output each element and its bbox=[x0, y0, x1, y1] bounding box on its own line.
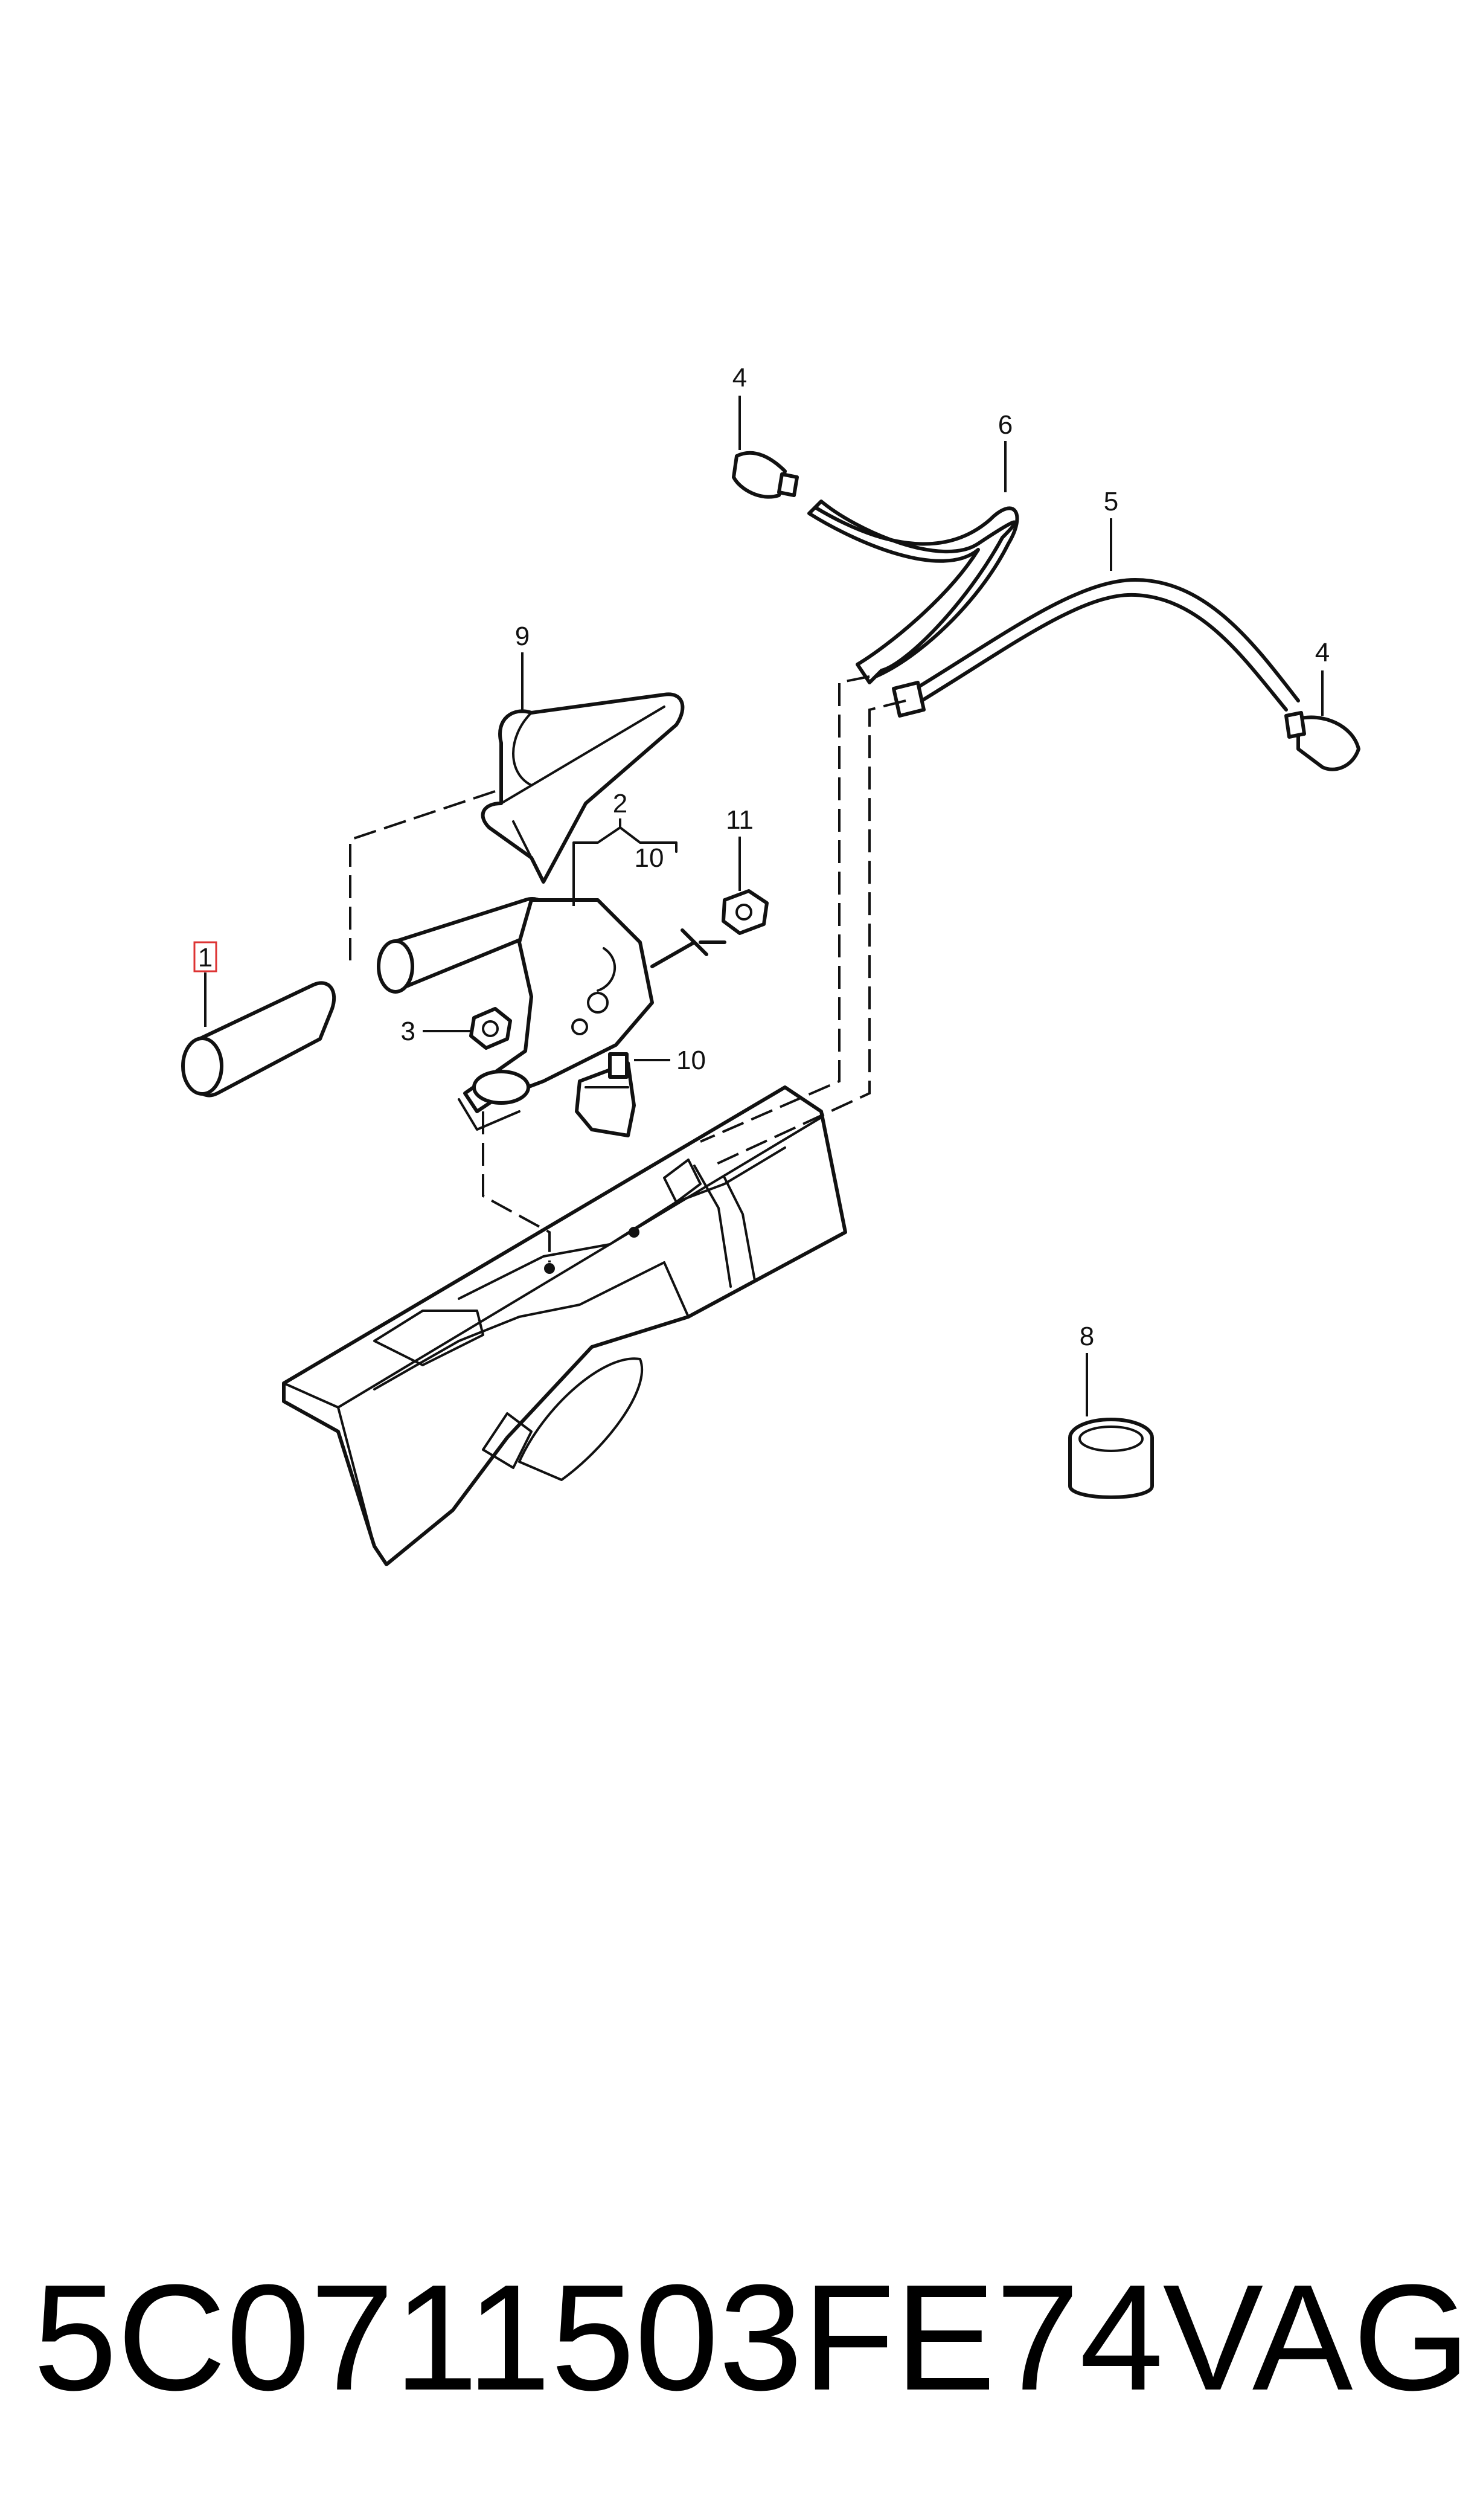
floor-tunnel bbox=[282, 1085, 847, 1566]
callout-10-lower: 10 bbox=[676, 1046, 706, 1075]
callout-9: 9 bbox=[515, 622, 530, 651]
grommet-part-8 bbox=[1068, 1418, 1154, 1499]
callout-1: 1 bbox=[198, 943, 213, 972]
callout-8: 8 bbox=[1080, 1322, 1094, 1351]
callout-11: 11 bbox=[726, 805, 754, 835]
nut-part-3 bbox=[469, 1007, 512, 1050]
callout-4-upper: 4 bbox=[732, 363, 747, 393]
assembly-lines bbox=[349, 675, 906, 1262]
callout-4-lower: 4 bbox=[1315, 638, 1330, 667]
brake-cable-part-6 bbox=[807, 500, 1019, 684]
leader-lines bbox=[204, 396, 1324, 1416]
cable-end-part-4-upper bbox=[732, 451, 799, 499]
callout-3: 3 bbox=[401, 1017, 415, 1046]
cable-end-part-4-lower bbox=[1284, 711, 1360, 771]
switch-part-10 bbox=[575, 1052, 636, 1137]
callout-5: 5 bbox=[1104, 487, 1118, 516]
callout-10-upper: 10 bbox=[635, 843, 664, 873]
grip-part-1 bbox=[181, 981, 336, 1098]
nut-part-11 bbox=[722, 889, 769, 935]
callouts: 1 2 3 4 4 5 6 8 9 10 10 11 bbox=[193, 363, 1330, 1351]
handbrake-boot-part-9 bbox=[481, 692, 685, 884]
brand-label: VAG bbox=[1162, 2253, 1470, 2422]
brake-cable-part-5 bbox=[892, 578, 1300, 718]
part-footer: 5C0711503FE74 VAG bbox=[33, 2250, 1470, 2425]
part-number: 5C0711503FE74 bbox=[33, 2253, 1164, 2422]
callout-6: 6 bbox=[998, 410, 1013, 440]
callout-2: 2 bbox=[613, 789, 627, 818]
handbrake-lever-part-2 bbox=[377, 897, 726, 1131]
callout-1-highlight bbox=[193, 941, 217, 972]
